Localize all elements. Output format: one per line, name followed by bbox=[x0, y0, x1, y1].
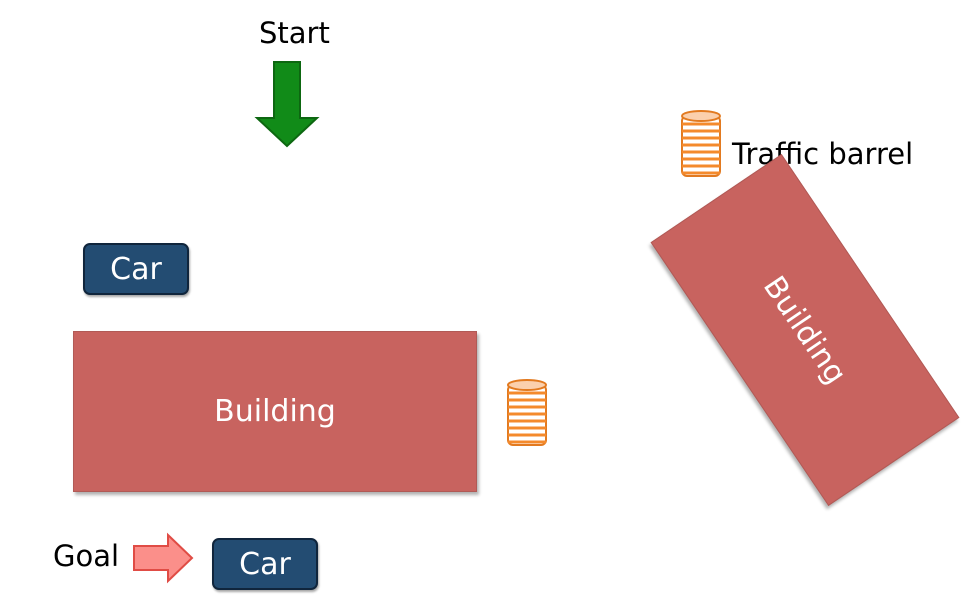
building-rotated-label: Building bbox=[756, 269, 854, 391]
car-upper-label: Car bbox=[110, 251, 162, 287]
start-label: Start bbox=[259, 16, 330, 50]
traffic-barrel-label: Traffic barrel bbox=[732, 137, 914, 171]
building-main: Building bbox=[73, 331, 477, 492]
building-rotated: Building bbox=[650, 154, 960, 506]
car-lower-label: Car bbox=[239, 546, 291, 582]
car-upper: Car bbox=[83, 243, 189, 295]
goal-label: Goal bbox=[53, 539, 120, 573]
car-lower: Car bbox=[212, 538, 318, 590]
down-arrow-icon bbox=[254, 61, 320, 148]
traffic-barrel-icon bbox=[681, 110, 721, 177]
right-arrow-icon bbox=[133, 532, 194, 584]
traffic-barrel-icon bbox=[507, 379, 547, 446]
building-main-label: Building bbox=[214, 394, 336, 429]
